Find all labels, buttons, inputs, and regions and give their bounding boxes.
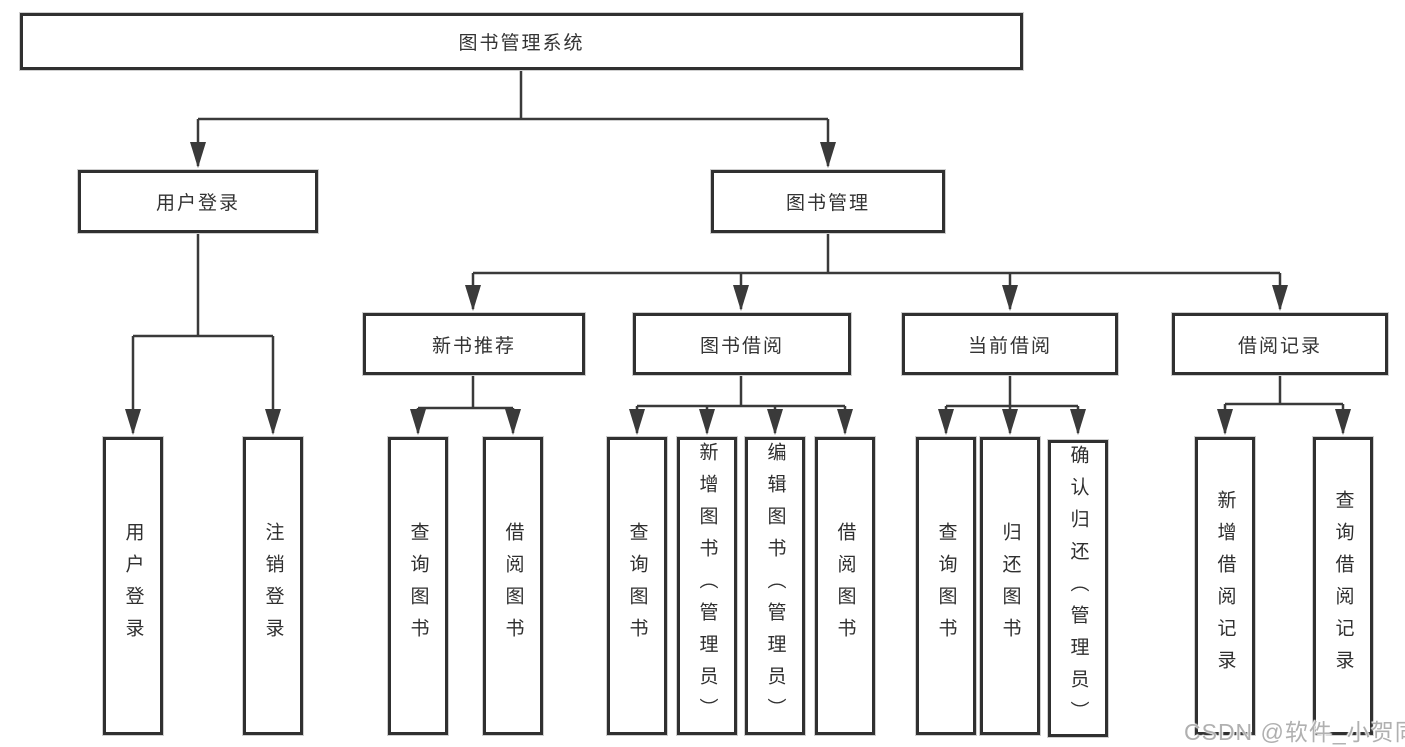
node-leaf-add-books-admin: 新增图书（管理员） bbox=[677, 437, 737, 735]
node-leaf-return-books: 归还图书 bbox=[980, 437, 1040, 735]
leaf-label: 借阅图书 bbox=[834, 522, 856, 650]
node-borrow-records-label: 借阅记录 bbox=[1237, 335, 1322, 357]
leaf-label: 确认归还（管理员） bbox=[1067, 444, 1089, 733]
node-root-label: 图书管理系统 bbox=[458, 33, 585, 54]
leaf-label: 新增图书（管理员） bbox=[696, 442, 718, 730]
node-leaf-recommend-borrow-books: 借阅图书 bbox=[483, 437, 543, 735]
leaf-label: 编辑图书（管理员） bbox=[764, 442, 786, 730]
node-borrow-records: 借阅记录 bbox=[1172, 313, 1388, 375]
node-leaf-borrow-books: 借阅图书 bbox=[815, 437, 875, 735]
node-new-book-recommend-label: 新书推荐 bbox=[431, 335, 516, 357]
node-current-borrow-label: 当前借阅 bbox=[967, 335, 1052, 357]
node-leaf-current-query-books: 查询图书 bbox=[916, 437, 976, 735]
leaf-label: 借阅图书 bbox=[502, 522, 524, 650]
leaf-label: 查询图书 bbox=[407, 522, 429, 650]
node-book-mgmt-label: 图书管理 bbox=[785, 193, 870, 214]
leaf-label: 用户登录 bbox=[122, 522, 144, 650]
node-leaf-logout: 注销登录 bbox=[243, 437, 303, 735]
node-user-login-label: 用户登录 bbox=[155, 193, 240, 214]
node-leaf-confirm-return-admin: 确认归还（管理员） bbox=[1048, 440, 1108, 737]
node-current-borrow: 当前借阅 bbox=[902, 313, 1118, 375]
leaf-label: 查询借阅记录 bbox=[1332, 490, 1354, 682]
node-leaf-edit-books-admin: 编辑图书（管理员） bbox=[745, 437, 805, 735]
node-leaf-recommend-query-books: 查询图书 bbox=[388, 437, 448, 735]
leaf-label: 归还图书 bbox=[999, 522, 1021, 650]
leaf-label: 查询图书 bbox=[626, 522, 648, 650]
node-root: 图书管理系统 bbox=[20, 13, 1023, 70]
node-leaf-query-borrow-record: 查询借阅记录 bbox=[1313, 437, 1373, 735]
node-new-book-recommend: 新书推荐 bbox=[363, 313, 585, 375]
node-leaf-add-borrow-record: 新增借阅记录 bbox=[1195, 437, 1255, 735]
node-leaf-borrow-query-books: 查询图书 bbox=[607, 437, 667, 735]
csdn-watermark: CSDN @软件_小贺同学 bbox=[1184, 719, 1405, 745]
leaf-label: 新增借阅记录 bbox=[1214, 490, 1236, 682]
node-user-login: 用户登录 bbox=[78, 170, 318, 233]
node-book-borrow-label: 图书借阅 bbox=[699, 335, 784, 357]
node-book-mgmt: 图书管理 bbox=[711, 170, 945, 233]
node-leaf-user-login: 用户登录 bbox=[103, 437, 163, 735]
node-book-borrow: 图书借阅 bbox=[633, 313, 851, 375]
leaf-label: 查询图书 bbox=[935, 522, 957, 650]
leaf-label: 注销登录 bbox=[262, 522, 284, 650]
